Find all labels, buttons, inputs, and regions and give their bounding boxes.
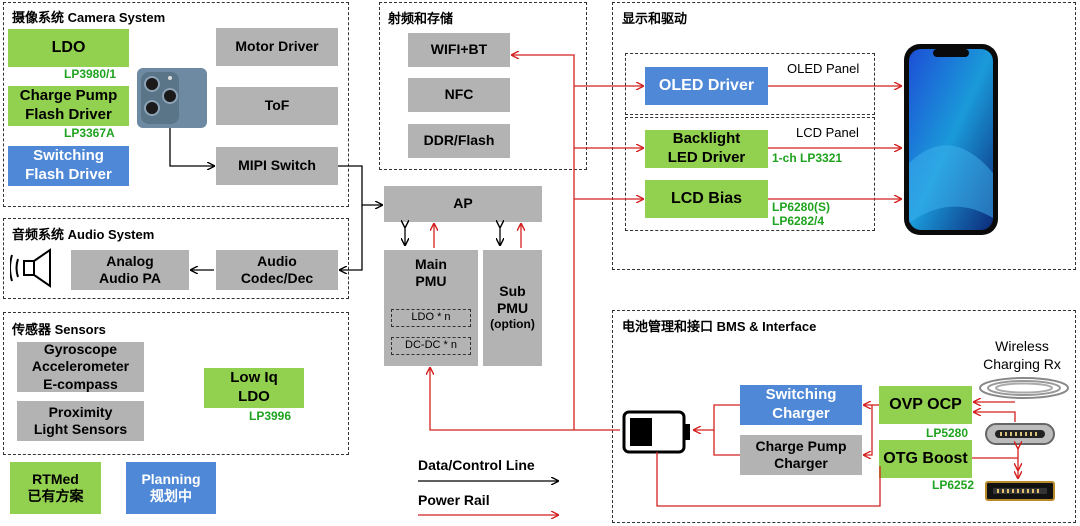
backlight-led-driver-block: Backlight LED Driver: [645, 130, 768, 168]
ldo-n-label: LDO * n: [391, 309, 471, 327]
battery-icon: [622, 410, 690, 454]
ap-to-codec-line: [340, 205, 363, 270]
oled-panel-label: OLED Panel: [787, 61, 860, 76]
camera-to-mipi-line: [169, 128, 214, 166]
low-iq-ldo-part-number: LP3996: [249, 409, 292, 423]
camera-ldo-block: LDO: [8, 29, 129, 67]
main-pmu-block: [384, 250, 478, 366]
charge-pump-charger-block: Charge Pump Charger: [740, 435, 862, 475]
display-panel: [612, 2, 1076, 270]
ovp-to-chargepump-rail: [864, 405, 873, 455]
bms-title: 电池管理和接口 BMS & Interface: [622, 319, 817, 334]
wifi-bt-block: WIFI+BT: [408, 33, 510, 67]
ap-block: AP: [384, 186, 542, 222]
motor-driver-block: Motor Driver: [216, 28, 338, 66]
tof-block: ToF: [216, 87, 338, 125]
sub-pmu-option-label: (option): [490, 316, 535, 331]
board-connector-icon: [985, 481, 1055, 501]
audio-system-panel: [3, 218, 349, 299]
battery-to-main-pmu-rail: [430, 368, 620, 431]
ovp-ocp-block: OVP OCP: [879, 386, 972, 424]
wireless-charging-label: Wireless Charging Rx: [983, 338, 1061, 373]
legend-data-line-label: Data/Control Line: [418, 457, 535, 473]
lcd-panel-label: LCD Panel: [796, 125, 859, 140]
oled-driver-block: OLED Driver: [645, 67, 768, 105]
audio-system-title: 音频系统 Audio System: [12, 227, 155, 242]
battery-to-otg-rail: [656, 452, 881, 507]
sub-pmu-label: Sub PMU: [496, 282, 529, 317]
rf-storage-title: 射频和存储: [388, 11, 454, 26]
low-iq-ldo-block: Low Iq LDO: [204, 368, 304, 408]
main-pmu-label: Main PMU: [415, 255, 447, 290]
charge-pump-flash-driver-block: Charge Pump Flash Driver: [8, 86, 129, 126]
switching-charger-block: Switching Charger: [740, 385, 862, 425]
legend-planning: Planning 规划中: [126, 462, 216, 514]
oled-panel-box: [625, 53, 875, 115]
otg-boost-block: OTG Boost: [879, 440, 972, 478]
camera-module-image: [137, 68, 207, 128]
sub-pmu-block: [483, 250, 542, 366]
analog-audio-pa-block: Analog Audio PA: [71, 250, 189, 290]
camera-system-panel: [3, 2, 349, 207]
ddr-flash-block: DDR/Flash: [408, 124, 510, 158]
switching-charger-to-battery: [694, 404, 740, 430]
legend-power-rail-label: Power Rail: [418, 492, 490, 508]
sensors-title: 传感器 Sensors: [12, 322, 106, 337]
ovp-ocp-part-number: LP5280: [926, 426, 969, 440]
mipi-switch-block: MIPI Switch: [216, 147, 338, 185]
display-title: 显示和驱动: [622, 11, 688, 26]
bms-panel: [612, 310, 1076, 523]
gyroscope-block: Gyroscope Accelerometer E-compass: [17, 341, 144, 392]
charge-pump-flash-part-number: LP3367A: [64, 126, 115, 140]
lcd-bias-block: LCD Bias: [645, 180, 768, 218]
phone-image: [904, 44, 998, 235]
otg-boost-part-number: LP6252: [932, 478, 975, 492]
audio-codec-block: Audio Codec/Dec: [216, 250, 338, 290]
wireless-coil-icon: [979, 377, 1069, 399]
camera-system-title: 摄像系统 Camera System: [12, 10, 166, 25]
bus-to-wifi-rail: [512, 55, 575, 430]
lcd-panel-box: [625, 117, 875, 231]
dcdc-n-label: DC-DC * n: [391, 337, 471, 355]
switching-flash-driver-block: Switching Flash Driver: [8, 146, 129, 186]
mipi-to-ap-line: [338, 165, 382, 205]
chargepump-to-battery: [713, 430, 740, 456]
proximity-block: Proximity Light Sensors: [17, 401, 144, 441]
camera-ldo-part-number: LP3980/1: [64, 67, 117, 81]
nfc-block: NFC: [408, 78, 510, 112]
lcd-bias-part-number: LP6280(S) LP6282/4: [772, 200, 831, 229]
usb-to-ovp-rail: [974, 412, 1016, 422]
speaker-icon: [10, 248, 51, 288]
sensors-panel: [3, 312, 349, 455]
backlight-part-number: 1-ch LP3321: [772, 151, 843, 165]
legend-rtmed: RTMed 已有方案: [10, 462, 101, 514]
